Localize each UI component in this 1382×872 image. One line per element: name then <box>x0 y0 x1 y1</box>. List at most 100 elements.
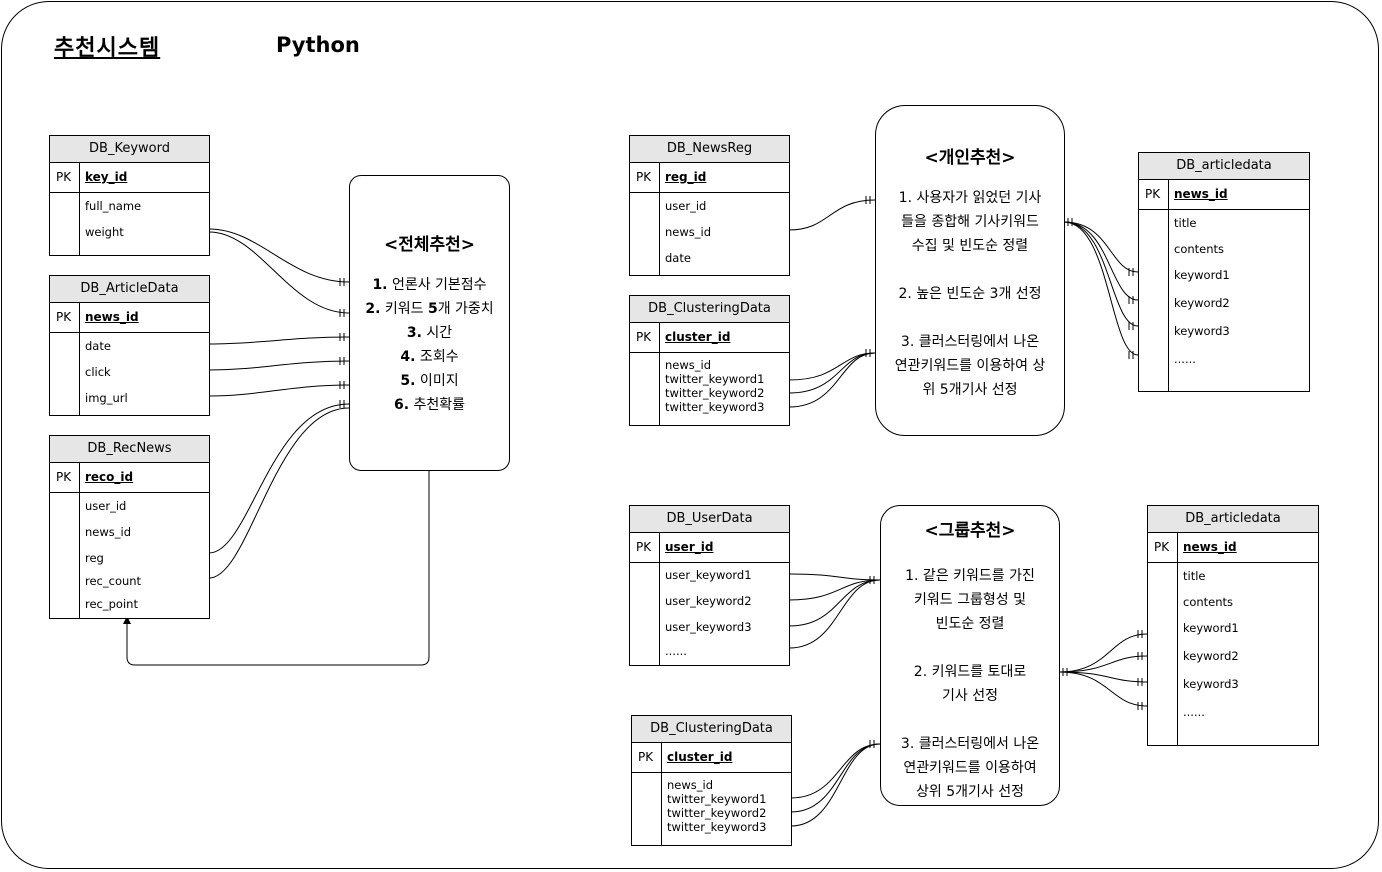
pk-label: PK <box>636 330 652 344</box>
field: keyword3 <box>1183 677 1239 691</box>
pk-field: user_id <box>665 540 714 554</box>
connector-personal-article-3 <box>1063 221 1139 327</box>
connector-userdata-group-1 <box>788 573 881 581</box>
field: twitter_keyword3 <box>665 400 765 414</box>
connector-cluster2-group-1 <box>790 743 881 799</box>
connector-articledata-overall-1 <box>208 336 350 345</box>
connector-group-article-2 <box>1058 655 1148 673</box>
connector-userdata-group-2 <box>788 579 881 601</box>
box-title: <개인추천> <box>924 148 1016 168</box>
pk-field: cluster_id <box>667 750 733 764</box>
connector-overall-return <box>126 470 430 666</box>
table-title: DB_ArticleData <box>50 276 209 303</box>
table-db-articledata: DB_ArticleData PK news_id date click img_… <box>49 275 210 416</box>
connector-articledata-overall-2 <box>208 360 350 371</box>
field: reg <box>85 551 104 565</box>
pk-field: reco_id <box>85 470 134 484</box>
connector-userdata-group-4 <box>788 579 881 649</box>
field: date <box>85 339 111 353</box>
field: title <box>1174 216 1197 230</box>
connector-cluster1-personal-1 <box>788 352 876 381</box>
field: keyword3 <box>1174 324 1230 338</box>
arrowhead-icon <box>123 616 131 624</box>
language-label: Python <box>276 33 360 57</box>
table-title: DB_ClusteringData <box>630 296 789 323</box>
pk-label: PK <box>56 310 72 324</box>
field: rec_count <box>85 574 142 588</box>
field: ...... <box>665 644 687 658</box>
pk-field: news_id <box>1183 540 1237 554</box>
table-db-clusteringdata-group: DB_ClusteringData PK cluster_id news_id t… <box>631 715 792 846</box>
field: contents <box>1174 242 1225 256</box>
connector-keyword-overall-2 <box>208 231 350 314</box>
field: twitter_keyword3 <box>667 820 767 834</box>
field: news_id <box>85 525 132 539</box>
table-title: DB_ClusteringData <box>632 716 791 743</box>
field: keyword1 <box>1183 621 1239 635</box>
field: twitter_keyword2 <box>665 386 765 400</box>
pk-label: PK <box>56 170 72 184</box>
field: date <box>665 251 691 265</box>
field: ...... <box>1174 352 1196 366</box>
connector-personal-article-1 <box>1063 221 1139 273</box>
group-recommendation-box: <그룹추천> 1. 같은 키워드를 가진 키워드 그룹형성 및 빈도순 정렬 2… <box>880 505 1060 806</box>
table-db-userdata: DB_UserData PK user_id user_keyword1 user… <box>629 505 790 666</box>
field: user_keyword2 <box>665 594 752 608</box>
pk-label: PK <box>636 170 652 184</box>
field: user_id <box>665 199 707 213</box>
field: twitter_keyword1 <box>665 372 765 386</box>
field: contents <box>1183 595 1234 609</box>
pk-field: cluster_id <box>665 330 731 344</box>
pk-field: news_id <box>85 310 139 324</box>
field: news_id <box>667 778 714 792</box>
pk-label: PK <box>638 750 654 764</box>
field: keyword2 <box>1174 296 1230 310</box>
table-title: DB_NewsReg <box>630 136 789 163</box>
page-title: 추천시스템 <box>54 36 161 61</box>
connector-group-article-4 <box>1058 671 1148 707</box>
field: full_name <box>85 199 142 213</box>
connector-cluster2-group-2 <box>790 743 881 813</box>
personal-recommendation-box: <개인추천> 1. 사용자가 읽었던 기사 들을 종합해 기사키워드 수집 및 … <box>875 105 1065 436</box>
field: keyword1 <box>1174 268 1230 282</box>
field: ...... <box>1183 705 1205 719</box>
pk-field: news_id <box>1174 187 1228 201</box>
table-title: DB_Keyword <box>50 136 209 163</box>
table-title: DB_articledata <box>1139 153 1309 180</box>
connector-recnews-overall-2 <box>208 407 350 579</box>
connector-articledata-overall-3 <box>208 384 350 397</box>
field: user_keyword3 <box>665 620 752 634</box>
connector-keyword-overall-1 <box>208 228 350 283</box>
table-title: DB_RecNews <box>50 436 209 463</box>
connector-recnews-overall-1 <box>208 403 350 554</box>
table-db-keyword: DB_Keyword PK key_id full_name weight <box>49 135 210 256</box>
pk-label: PK <box>636 540 652 554</box>
connector-group-article-3 <box>1058 671 1148 683</box>
field: user_id <box>85 499 127 513</box>
field: keyword2 <box>1183 649 1239 663</box>
box-title: <그룹추천> <box>924 521 1016 541</box>
field: weight <box>85 225 124 239</box>
connector-newsreg-personal <box>788 199 876 231</box>
pk-label: PK <box>1145 187 1161 201</box>
pk-label: PK <box>1154 540 1170 554</box>
connector-cluster1-personal-3 <box>788 352 876 408</box>
connector-personal-article-4 <box>1063 221 1139 356</box>
field: img_url <box>85 391 128 405</box>
field: twitter_keyword2 <box>667 806 767 820</box>
connector-userdata-group-3 <box>788 579 881 627</box>
connector-group-article-1 <box>1058 633 1148 673</box>
pk-field: key_id <box>85 170 128 184</box>
table-title: DB_UserData <box>630 506 789 533</box>
overall-recommendation-box: <전체추천> 1. 언론사 기본점수 2. 키워드 5개 가중치 3. 시간 4… <box>349 175 510 471</box>
box-title: <전체추천> <box>383 235 476 255</box>
field: click <box>85 365 111 379</box>
table-title: DB_articledata <box>1148 506 1318 533</box>
field: user_keyword1 <box>665 568 752 582</box>
